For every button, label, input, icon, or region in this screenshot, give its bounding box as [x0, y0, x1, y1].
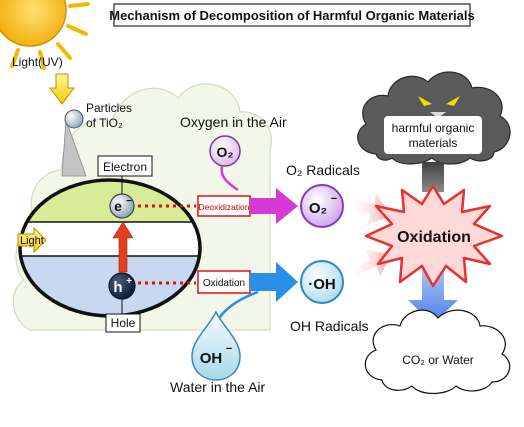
- oxidation-burst-icon: [364, 184, 504, 288]
- oh-ion-symbol: OH: [200, 350, 223, 367]
- hole-charge: +: [126, 276, 132, 287]
- oxidation-box-label: Oxidation: [203, 278, 245, 289]
- o2-radical-symbol: O₂: [309, 200, 327, 217]
- deoxidization-label: Deoxidization: [198, 202, 249, 212]
- oh-radicals-label: OH Radicals: [290, 318, 369, 334]
- page-title: Mechanism of Decomposition of Harmful Or…: [109, 8, 475, 23]
- o2-radical-charge: −: [331, 193, 337, 205]
- harmful-label-box: [384, 116, 482, 154]
- electron-label-box: [97, 155, 153, 177]
- water-drop-icon: [191, 310, 241, 381]
- uv-arrow-icon: [49, 73, 75, 105]
- electron-symbol: e: [114, 198, 122, 214]
- hole-label: Hole: [111, 316, 136, 330]
- water-air-label: Water in the Air: [170, 379, 266, 395]
- particles-label-line2: of TiO₂: [86, 116, 123, 130]
- harmful-descend-arrow: [422, 162, 444, 192]
- o2-molecule-icon: [209, 135, 241, 167]
- o2-radicals-label: O₂ Radicals: [286, 162, 360, 178]
- decomposition-arrow-icon: [408, 262, 458, 324]
- result-label: CO₂ or Water: [402, 353, 474, 367]
- hole-label-box: [105, 313, 141, 333]
- oh-radical-icon: [300, 260, 344, 304]
- particles-label-line1: Particles: [86, 101, 132, 115]
- oxygen-air-label: Oxygen in the Air: [180, 114, 287, 130]
- light-label: Light: [20, 235, 44, 247]
- title-box: [113, 3, 471, 27]
- light-uv-label: Light(UV): [12, 55, 63, 69]
- oxidation-burst-label: Oxidation: [397, 229, 471, 246]
- hole-symbol: h: [113, 279, 122, 296]
- deoxidization-arrow-icon: [250, 188, 298, 224]
- light-arrow-icon: [17, 226, 47, 254]
- sun-icon: [0, 0, 90, 70]
- harmful-label-line1: harmful organic: [392, 121, 475, 135]
- tio2-particle-icon: [64, 109, 84, 129]
- particle-callout: [61, 119, 87, 177]
- electron-charge: −: [126, 196, 132, 207]
- oh-ion-charge: −: [226, 343, 232, 355]
- o2-molecule-symbol: O₂: [216, 144, 233, 160]
- excitation-arrow-icon: [112, 221, 134, 273]
- electron-label: Electron: [103, 160, 147, 174]
- oh-to-oxidation-arrow-icon: [350, 250, 392, 276]
- oxidation-arrow-icon: [250, 262, 298, 302]
- result-cloud: [364, 309, 511, 395]
- o2-to-oxidation-arrow-icon: [350, 194, 392, 224]
- angry-face-icon: [418, 96, 460, 118]
- oh-radical-symbol: ·OH: [308, 276, 336, 293]
- harmful-label-line2: materials: [409, 136, 458, 150]
- o2-stem: [220, 165, 239, 192]
- o2-radical-icon: [300, 184, 344, 228]
